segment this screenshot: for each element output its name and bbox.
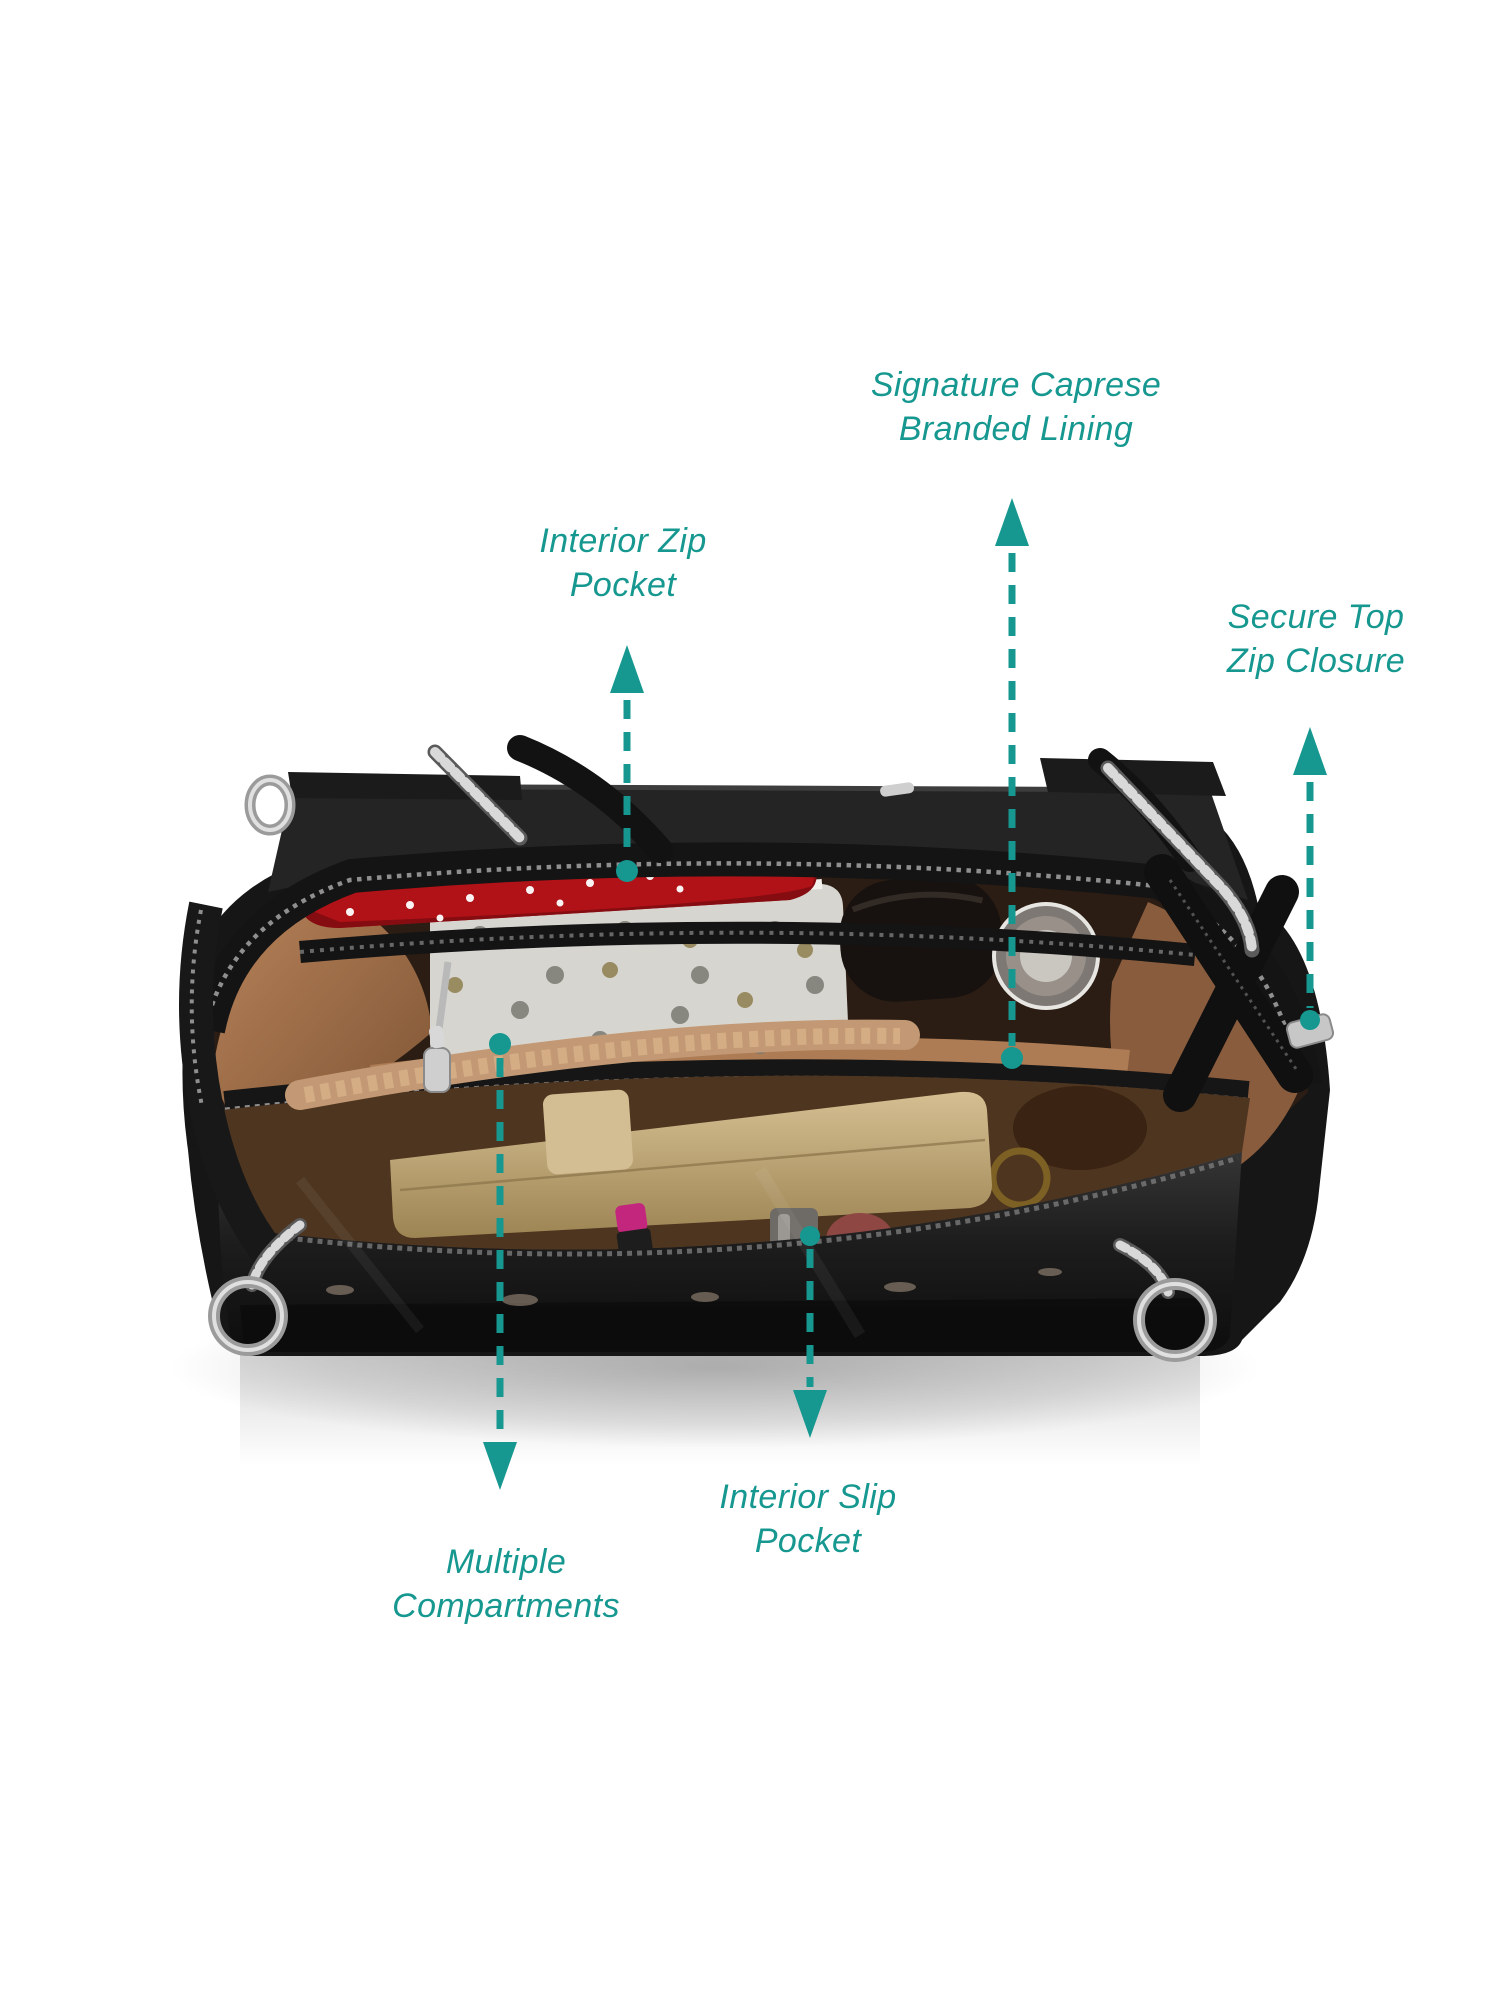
label-line: Branded Lining [898,410,1134,449]
anchor-dot [489,1033,511,1055]
label-line: Zip Closure [1226,642,1406,681]
anchor-dot [1300,1010,1320,1030]
gold-keyring [989,1147,1051,1209]
zipper-pull-top [880,782,915,797]
label-multiple-compartments: Multiple Compartments [392,1540,620,1628]
coin-purse [1013,1086,1147,1170]
label-interior-zip-pocket: Interior Zip Pocket [539,519,706,607]
arrow-interior-zip-pocket [610,645,644,882]
label-secure-top-zip: Secure Top Zip Closure [1227,595,1405,683]
label-branded-lining: Signature Caprese Branded Lining [871,363,1161,451]
right-cross-straps [1144,854,1313,1112]
arrow-up-icon [610,645,644,693]
ring-bottom-right [1133,1278,1217,1362]
label-line: Multiple [445,1543,567,1581]
label-line: Compartments [392,1587,620,1626]
anchor-dot [616,860,638,882]
label-line: Pocket [569,566,677,605]
arrow-down-icon [793,1390,827,1438]
tan-woven-strap [285,1019,920,1110]
label-line: Interior Zip [539,522,707,560]
arrow-secure-top-zip [1293,727,1327,1030]
label-interior-slip-pocket: Interior Slip Pocket [719,1475,896,1563]
gold-wallet [390,1089,992,1238]
arrow-up-icon [995,498,1029,546]
d-ring-top-left [244,774,296,836]
arrow-down-icon [483,1442,517,1490]
arrow-multiple-compartments [483,1033,517,1490]
left-fold-rim [179,901,282,1263]
arrow-branded-lining [995,498,1029,1069]
anchor-dot [800,1226,820,1246]
label-line: Interior Slip [719,1478,897,1516]
label-line: Pocket [754,1522,862,1561]
label-line: Secure Top [1227,598,1405,636]
ring-bottom-left [208,1276,288,1356]
arrow-interior-slip-pocket [793,1226,827,1438]
handle-left [507,735,673,863]
anchor-dot [1001,1047,1023,1069]
label-line: Signature Caprese [870,366,1162,404]
arrow-up-icon [1293,727,1327,775]
zipper-pull-hanging [423,961,452,1093]
bag-front-wall [218,1152,1242,1352]
